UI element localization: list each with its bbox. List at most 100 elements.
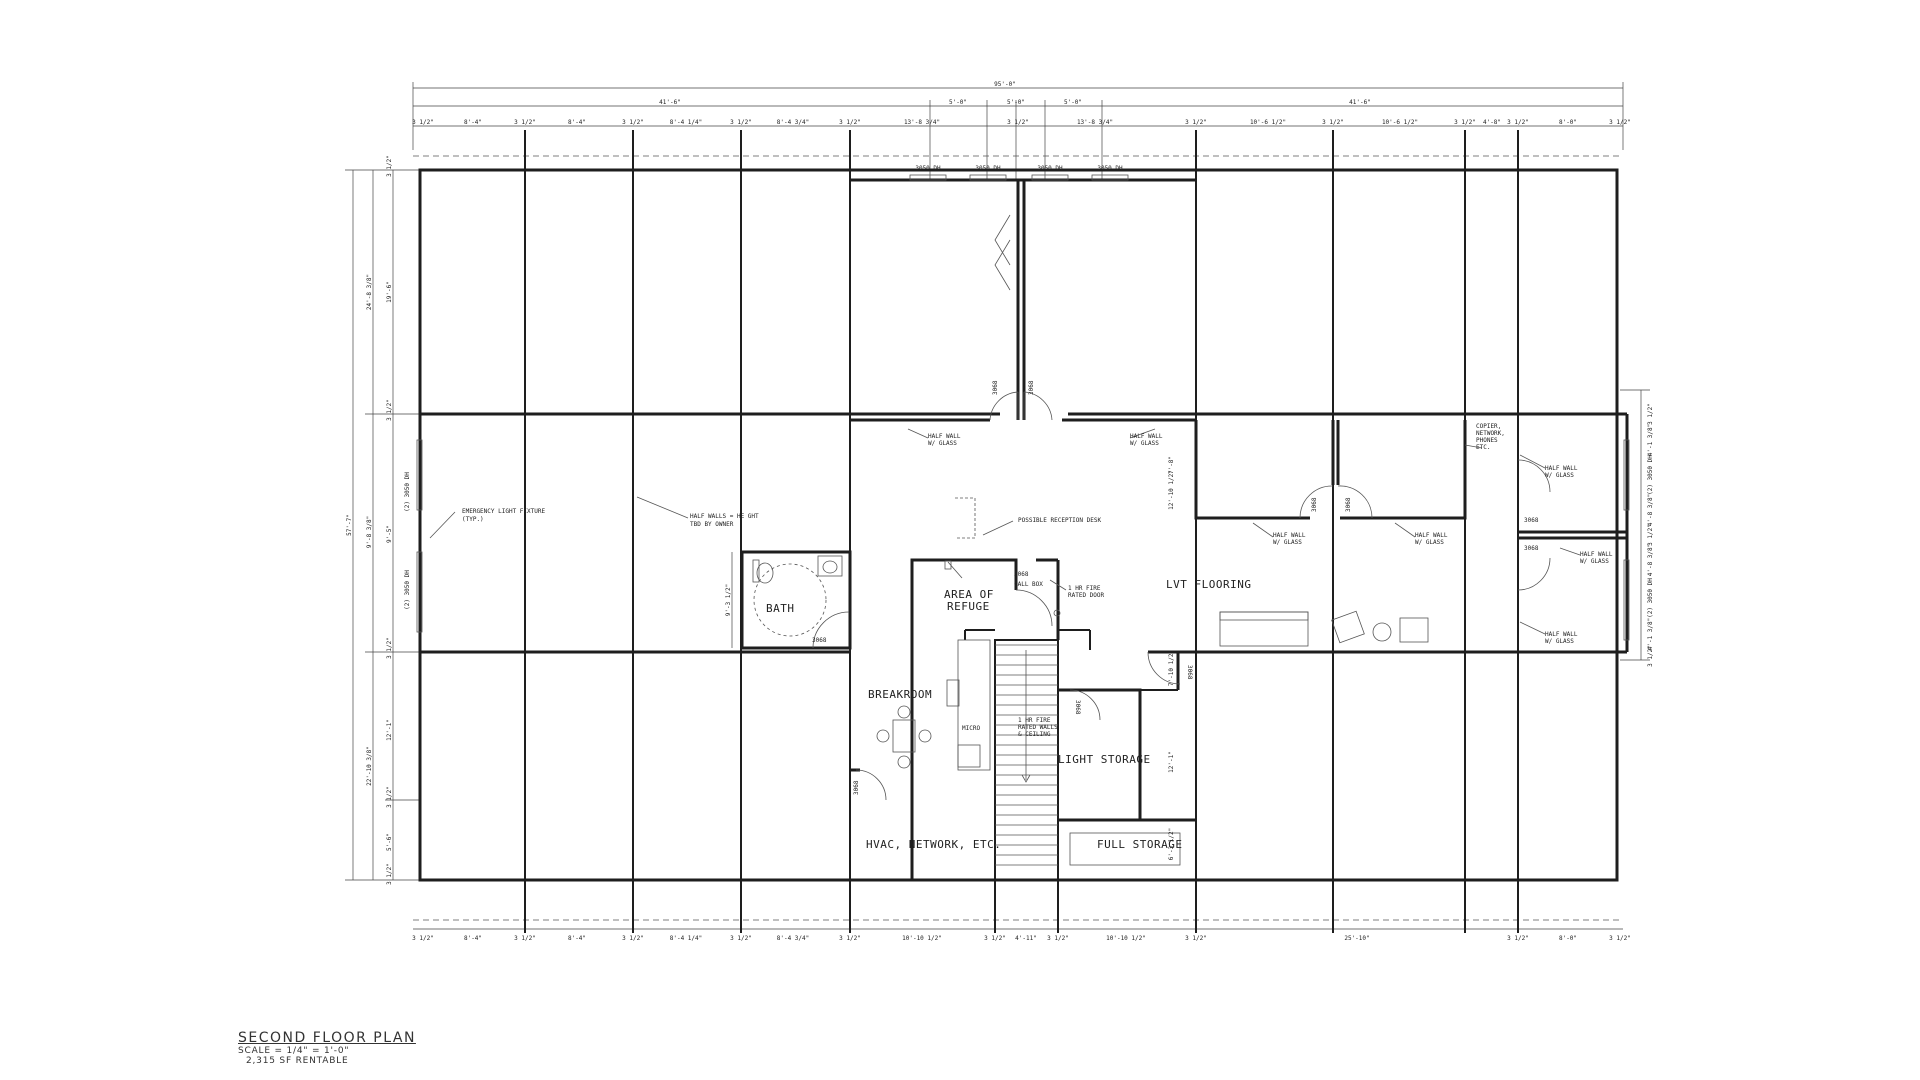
dimension-label: 3 1/2" xyxy=(984,935,1006,942)
note-copier-4: ETC. xyxy=(1476,444,1490,451)
note-half-wall-glass: HALF WALL xyxy=(1545,631,1578,638)
dimension-label: 3 1/2" xyxy=(622,935,644,942)
segment-dim: 5'-0" xyxy=(1064,99,1082,106)
dimension-label: 3 1/2" xyxy=(839,935,861,942)
note-copier: COPIER, xyxy=(1476,423,1501,430)
dimension-label: 3 1/2" xyxy=(1185,935,1207,942)
overall-depth-dim: 57'-7" xyxy=(346,514,353,536)
door-tag: 3068 xyxy=(853,780,860,795)
left-dim: 5'-6" xyxy=(386,833,393,851)
dimension-label: 4'-8 3/8" xyxy=(1647,544,1654,577)
dim-storage-low: 6'-3 1/2" xyxy=(1168,828,1175,861)
room-label-lvt: LVT FLOORING xyxy=(1166,578,1251,591)
overall-width-dim: 95'-0" xyxy=(994,81,1016,88)
left-dim: 12'-1" xyxy=(386,719,393,741)
left-dim: 9'-8 3/8" xyxy=(366,516,373,549)
window-tag: 3050 DH xyxy=(915,165,941,172)
door-tag: 3068 xyxy=(1074,700,1081,715)
door-tag: 3068 xyxy=(992,380,999,395)
leader-lines xyxy=(429,428,1581,635)
note-emergency: EMERGENCY LIGHT FIXTURE xyxy=(462,508,545,515)
left-dim: 3 1/2" xyxy=(386,637,393,659)
dimension-label: 8'-0" xyxy=(1559,119,1577,126)
dimension-label: 8'-4 3/4" xyxy=(777,935,810,942)
note-half-wall-glass: HALF WALL xyxy=(1545,465,1578,472)
door-tag: 3068 xyxy=(1186,665,1193,680)
dim-bath: 9'-3 1/2" xyxy=(725,584,732,617)
note-emergency-typ: (TYP.) xyxy=(462,516,484,523)
dimension-label: 3 1/2" xyxy=(1647,524,1654,546)
left-dim: 19'-6" xyxy=(386,281,393,303)
dimension-label: 3 1/2" xyxy=(730,119,752,126)
dimension-label: 3 1/2" xyxy=(1609,119,1631,126)
dimension-label: 10'-6 1/2" xyxy=(1382,119,1418,126)
note-fire-walls-2: RATED WALLS xyxy=(1018,724,1058,731)
note-half-wall-glass: W/ GLASS xyxy=(1415,539,1444,546)
room-label-breakroom: BREAKROOM xyxy=(868,688,932,701)
room-label-bath: BATH xyxy=(766,602,795,615)
window-group: 3050 DH 3050 DH 3050 DH 3050 DH xyxy=(416,165,1630,641)
note-half-wall-glass: HALF WALL xyxy=(928,433,961,440)
dimension-label: 8'-4" xyxy=(464,119,482,126)
dimension-label: 4'-11" xyxy=(1015,935,1037,942)
dimension-label: 25'-10" xyxy=(1344,935,1369,942)
dimension-label: 3 1/2" xyxy=(1322,119,1344,126)
dimension-label: 8'-4" xyxy=(464,935,482,942)
dimension-label: 3 1/2" xyxy=(514,119,536,126)
note-half-wall-glass: W/ GLASS xyxy=(1273,539,1302,546)
segment-dim: 41'-6" xyxy=(1349,99,1371,106)
note-fire-door: 1 HR FIRE xyxy=(1068,585,1101,592)
room-label-light-storage: LIGHT STORAGE xyxy=(1058,753,1151,766)
dim-col: 7'-8" xyxy=(1168,456,1175,474)
dimension-label: 3 1/2" xyxy=(839,119,861,126)
interior-walls xyxy=(524,414,1627,882)
dimension-label: 4'-1 3/8" xyxy=(1647,424,1654,457)
room-label-full-storage: FULL STORAGE xyxy=(1097,838,1182,851)
dimension-label: 3 1/2" xyxy=(412,119,434,126)
note-copier-2: NETWORK, xyxy=(1476,430,1505,437)
door-tag: 3068 xyxy=(1345,497,1352,512)
note-fire-door-2: RATED DOOR xyxy=(1068,592,1105,599)
door-tag: 3068 xyxy=(1311,497,1318,512)
dimension-label: 3 1/2" xyxy=(1185,119,1207,126)
left-dim: 3 1/2" xyxy=(386,786,393,808)
note-half-wall-glass: HALF WALL xyxy=(1580,551,1613,558)
left-dim: 24'-8 3/8" xyxy=(366,274,373,310)
dimension-label: 10'-6 1/2" xyxy=(1250,119,1286,126)
dimension-label: 8'-0" xyxy=(1559,935,1577,942)
note-half-wall-glass: W/ GLASS xyxy=(928,440,957,447)
note-call-box: CALL BOX xyxy=(1014,581,1043,588)
left-dim: 9'-5" xyxy=(386,525,393,543)
dim-stair-gap: 7'-10 1/2" xyxy=(1168,650,1175,686)
note-half-wall-glass: HALF WALL xyxy=(1273,532,1306,539)
door-tag: 3068 xyxy=(1028,380,1035,395)
room-label-refuge-2: REFUGE xyxy=(947,600,990,613)
note-half-walls: HALF WALLS = HE GHT xyxy=(690,513,759,520)
left-dim: 22'-10 3/8" xyxy=(366,746,373,786)
dimension-label: 3 1/2" xyxy=(1609,935,1631,942)
drawing-scale: SCALE = 1/4" = 1'-0" xyxy=(238,1046,350,1056)
window-tag: 3050 DH xyxy=(975,165,1001,172)
note-half-wall-glass: W/ GLASS xyxy=(1545,638,1574,645)
note-fire-walls-3: & CEILING xyxy=(1018,731,1051,738)
dim-storage: 12'-1" xyxy=(1168,751,1175,773)
drawing-title: SECOND FLOOR PLAN xyxy=(238,1030,416,1046)
dimension-label: 3 1/2" xyxy=(730,935,752,942)
note-copier-3: PHONES xyxy=(1476,437,1498,444)
dimension-label: 3 1/2" xyxy=(1007,119,1029,126)
segment-dim: 5'-0" xyxy=(949,99,967,106)
note-half-wall-glass: W/ GLASS xyxy=(1545,472,1574,479)
door-tag: 3068 xyxy=(812,637,827,644)
dimension-label: 3 1/2" xyxy=(514,935,536,942)
left-dim: 3 1/2" xyxy=(386,399,393,421)
dimension-label: 8'-4 1/4" xyxy=(670,119,703,126)
left-dim: (2) 3050 DH xyxy=(404,472,411,512)
dimension-label: 3 1/2" xyxy=(1454,119,1476,126)
dimension-label: 13'-8 3/4" xyxy=(1077,119,1113,126)
dimension-label: 8'-4 1/4" xyxy=(670,935,703,942)
room-label-refuge: AREA OF xyxy=(944,588,994,601)
notes: EMERGENCY LIGHT FIXTURE (TYP.) HALF WALL… xyxy=(462,423,1613,738)
door-tag: 3068 xyxy=(1524,517,1539,524)
dimension-label: 13'-8 3/4" xyxy=(904,119,940,126)
